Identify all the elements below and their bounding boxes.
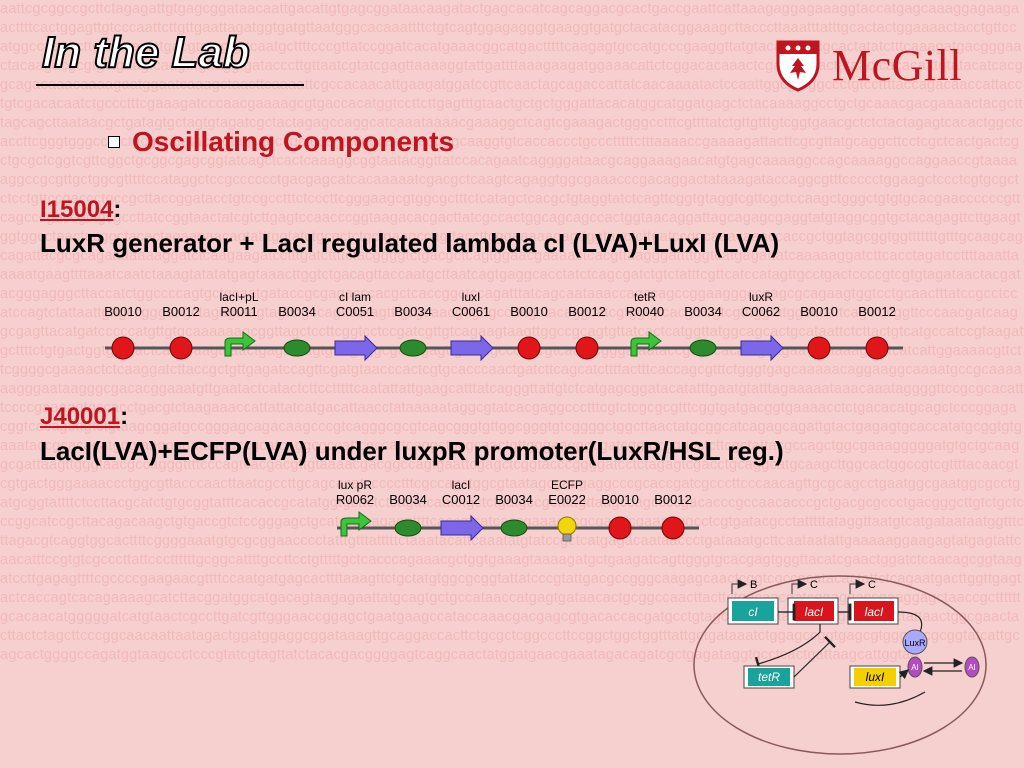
part-name-label: lacI xyxy=(452,478,471,492)
promoter-b-label: B xyxy=(750,579,757,591)
coding-sequence-arrow-icon xyxy=(450,334,494,362)
colon: : xyxy=(113,196,122,223)
part-code-label: B0010 xyxy=(104,304,142,319)
part-code-label: B0012 xyxy=(654,492,692,507)
construct-1-id: I15004 xyxy=(40,196,114,223)
part-code-label: B0034 xyxy=(389,492,427,507)
construct-2-heading: J40001: xyxy=(40,403,128,431)
promoter-c-label-1: C xyxy=(810,579,818,591)
part-name-label: tetR xyxy=(634,290,656,304)
part-name-label: luxR xyxy=(749,290,773,304)
terminator-icon xyxy=(169,336,193,360)
terminator-icon xyxy=(661,516,685,540)
promoter-c-label-2: C xyxy=(868,579,876,591)
part-code-label: R0011 xyxy=(220,304,257,319)
construct-1-heading: I15004: xyxy=(40,196,121,224)
terminator-icon xyxy=(865,336,889,360)
gene-ci-label: cI xyxy=(748,605,758,619)
promoter-c-arrow-1 xyxy=(791,579,808,594)
coding-sequence-arrow-icon xyxy=(740,334,784,362)
bullet-heading: Oscillating Components xyxy=(108,126,454,158)
part-name-label: cI lam xyxy=(339,290,371,304)
tetr-represses-line xyxy=(793,636,836,678)
terminator-icon xyxy=(111,336,135,360)
part-code-label: B0012 xyxy=(858,304,896,319)
bullet-square-icon xyxy=(108,136,120,148)
luxi-produces-ai xyxy=(898,669,909,680)
terminator-icon xyxy=(517,336,541,360)
part-code-label: E0022 xyxy=(548,492,586,507)
part-code-label: B0034 xyxy=(684,304,722,319)
mcgill-logo: McGill xyxy=(774,38,962,92)
ai-outside-label: AI xyxy=(968,663,976,672)
promoter-b-arrow xyxy=(731,579,748,594)
mcgill-crest-icon xyxy=(776,40,820,92)
part-code-label: B0012 xyxy=(568,304,606,319)
gene-laci-label-1: lacI xyxy=(805,605,824,619)
cell-outline xyxy=(693,575,987,755)
reporter-bulb-icon xyxy=(557,516,577,542)
rbs-icon xyxy=(399,339,427,357)
construct-2-description: LacI(LVA)+ECFP(LVA) under luxpR promoter… xyxy=(40,436,784,466)
rbs-icon xyxy=(283,339,311,357)
part-code-label: C0051 xyxy=(336,304,374,319)
part-name-label: luxI xyxy=(462,290,481,304)
gene-tetr-label: tetR xyxy=(758,670,780,684)
promoter-c-arrow-2 xyxy=(849,579,866,594)
part-name-label: lacI+pL xyxy=(219,290,258,304)
terminator-icon xyxy=(575,336,599,360)
ai-to-luxi-line xyxy=(854,691,926,706)
laci-represses-tetr xyxy=(754,624,821,672)
rbs-icon xyxy=(394,519,422,537)
construct-2-id: J40001 xyxy=(40,403,121,430)
part-code-label: C0061 xyxy=(452,304,490,319)
construct-1-description: LuxR generator + LacI regulated lambda c… xyxy=(40,228,780,258)
part-code-label: R0062 xyxy=(336,492,374,507)
laci-feedback-line xyxy=(897,611,923,633)
part-code-label: B0012 xyxy=(162,304,200,319)
gene-laci-label-2: lacI xyxy=(865,605,884,619)
title-underline xyxy=(36,84,304,86)
part-code-label: C0062 xyxy=(742,304,780,319)
part-code-label: B0034 xyxy=(278,304,316,319)
network-svg: B C C cI lacI lacI tetR luxI LuxR xyxy=(693,575,987,755)
part-code-label: B0034 xyxy=(394,304,432,319)
ai-inside-label: AI xyxy=(911,663,919,672)
promoter-arrow-icon xyxy=(224,331,256,357)
slide-title: In the Lab xyxy=(41,27,251,78)
section-heading: Oscillating Components xyxy=(132,126,455,157)
part-code-label: B0010 xyxy=(510,304,548,319)
coding-sequence-arrow-icon xyxy=(334,334,378,362)
gene-luxi-label: luxI xyxy=(866,670,885,684)
terminator-icon xyxy=(807,336,831,360)
coding-sequence-arrow-icon xyxy=(440,514,484,542)
rbs-icon xyxy=(500,519,528,537)
promoter-arrow-icon xyxy=(340,511,372,537)
rbs-icon xyxy=(689,339,717,357)
part-code-label: B0034 xyxy=(495,492,533,507)
colon: : xyxy=(120,403,129,430)
oscillator-network-diagram: B C C cI lacI lacI tetR luxI LuxR xyxy=(690,572,990,758)
luxr-label: LuxR xyxy=(904,638,926,648)
part-code-label: B0010 xyxy=(601,492,639,507)
promoter-arrow-icon xyxy=(630,331,662,357)
part-code-label: C0012 xyxy=(442,492,480,507)
part-code-label: R0040 xyxy=(626,304,664,319)
part-name-label: lux pR xyxy=(338,478,372,492)
part-code-label: B0010 xyxy=(800,304,838,319)
terminator-icon xyxy=(608,516,632,540)
part-name-label: ECFP xyxy=(551,478,583,492)
mcgill-wordmark: McGill xyxy=(832,40,963,90)
